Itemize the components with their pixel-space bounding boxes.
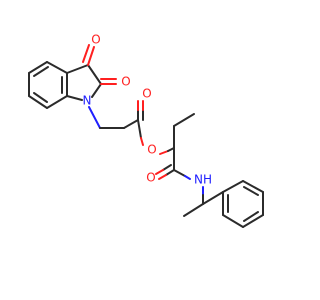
atom-label: O	[121, 75, 130, 89]
bond	[242, 180, 264, 193]
bond	[33, 92, 48, 103]
bond	[140, 137, 144, 146]
bond	[158, 174, 167, 180]
bond	[173, 113, 195, 127]
bond	[243, 186, 259, 196]
bond	[88, 106, 101, 129]
bond	[46, 61, 68, 74]
atom-label: O	[146, 171, 155, 185]
bond	[46, 95, 68, 109]
bond	[91, 83, 102, 98]
phenyl-ring	[222, 180, 264, 228]
atom-label: O	[142, 87, 151, 101]
bond	[243, 211, 259, 222]
bond	[66, 95, 83, 101]
atom-label: N	[83, 94, 92, 108]
bond	[87, 46, 95, 66]
bond	[242, 214, 264, 228]
isatin-five-ring	[66, 64, 102, 101]
bond	[162, 164, 172, 171]
bond	[137, 119, 142, 139]
bond	[222, 214, 244, 228]
bond	[82, 44, 90, 63]
bond	[173, 169, 186, 177]
atom-label: O	[91, 33, 100, 47]
atom-label: O	[147, 143, 156, 157]
bond	[66, 64, 89, 74]
bond	[87, 64, 102, 85]
bond	[33, 66, 49, 77]
bond	[123, 119, 139, 129]
bond	[155, 169, 164, 175]
bond	[159, 150, 169, 155]
molecule-structure: O O N O O O	[28, 33, 264, 228]
molecule-canvas: O O N O O O	[28, 32, 264, 228]
atom-label: NH	[194, 173, 212, 187]
bond	[165, 169, 175, 176]
bond	[28, 61, 48, 74]
bond	[28, 95, 48, 109]
bond	[222, 180, 244, 193]
bond	[202, 191, 224, 205]
bond	[184, 175, 191, 180]
bond	[183, 203, 204, 217]
isatin-benzene-ring	[28, 61, 68, 109]
